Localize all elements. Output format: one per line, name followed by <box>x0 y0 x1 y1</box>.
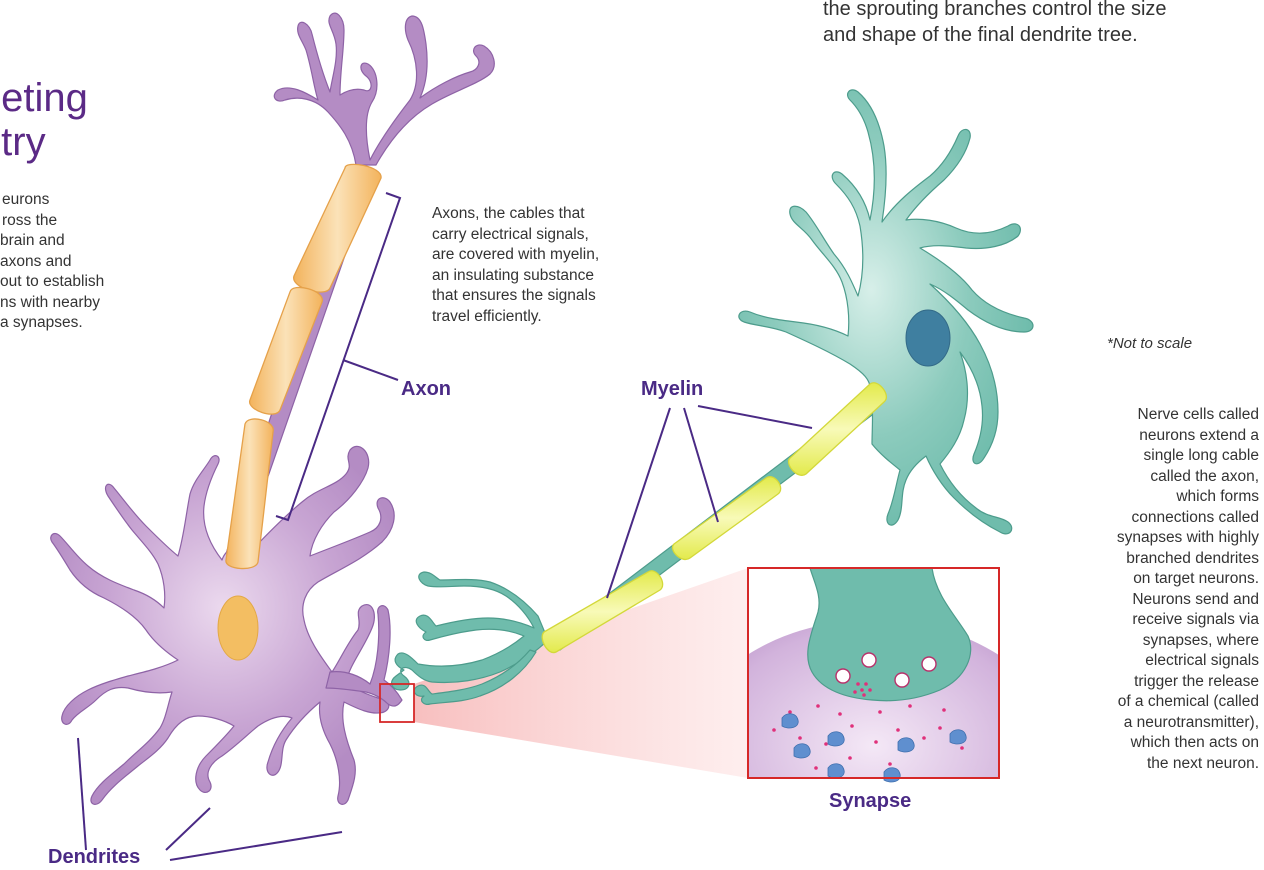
nerve-description-line: synapses with highly <box>1040 528 1259 549</box>
axon-description-line: an insulating substance <box>432 266 672 287</box>
top-right-caption: the sprouting branches control the size … <box>823 0 1263 48</box>
nerve-description-line: connections called <box>1040 508 1259 529</box>
scale-note: *Not to scale <box>1107 335 1192 352</box>
myelin-callout-line-2 <box>684 408 718 522</box>
axon-description-line: that ensures the signals <box>432 286 672 307</box>
axon-description-line: are covered with myelin, <box>432 245 672 266</box>
axon-description: Axons, the cables that carry electrical … <box>432 204 672 327</box>
nerve-description-line: called the axon, <box>1040 467 1259 488</box>
purple-nucleus <box>218 596 258 660</box>
nerve-description-line: which then acts on <box>1040 733 1259 754</box>
axon-label: Axon <box>401 378 451 401</box>
axon-description-line: carry electrical signals, <box>432 225 672 246</box>
nerve-description-line: a neurotransmitter), <box>1040 713 1259 734</box>
top-right-caption-line: the sprouting branches control the size <box>823 0 1263 22</box>
left-intro-text: eurons ross the brain and axons and out … <box>0 190 180 334</box>
nerve-description-line: Neurons send and <box>1040 590 1259 611</box>
myelin-callout-line-3 <box>698 406 812 428</box>
page-title-line-1: pleting <box>0 76 88 120</box>
nerve-description-line: the next neuron. <box>1040 754 1259 775</box>
purple-axon-terminals <box>274 13 494 165</box>
left-intro-line: eurons <box>0 190 180 211</box>
nerve-description-line: single long cable <box>1040 446 1259 467</box>
nerve-description-line: on target neurons. <box>1040 569 1259 590</box>
teal-nucleus <box>906 310 950 366</box>
axon-description-line: travel efficiently. <box>432 307 672 328</box>
page-title-line-2: uitry <box>0 120 88 164</box>
left-intro-line: out to establish <box>0 272 180 293</box>
left-intro-line: ns with nearby <box>0 293 180 314</box>
dendrites-callout-line-1 <box>78 738 86 850</box>
nerve-description-line: of a chemical (called <box>1040 692 1259 713</box>
myelin-label: Myelin <box>641 378 703 401</box>
dendrites-label: Dendrites <box>48 846 140 869</box>
left-intro-line: brain and <box>0 231 180 252</box>
top-right-caption-line: and shape of the final dendrite tree. <box>823 22 1263 48</box>
nerve-description-line: neurons extend a <box>1040 426 1259 447</box>
nerve-description-line: Nerve cells called <box>1040 405 1259 426</box>
nerve-description-line: branched dendrites <box>1040 549 1259 570</box>
left-intro-line: a synapses. <box>0 313 180 334</box>
nerve-description-line: trigger the release <box>1040 672 1259 693</box>
dendrites-callout-line-2 <box>166 808 210 850</box>
left-intro-line: ross the <box>0 211 180 232</box>
synapse-label: Synapse <box>829 790 911 813</box>
dendrites-callout-line-3 <box>170 832 342 860</box>
left-intro-line: axons and <box>0 252 180 273</box>
nerve-cell-description: Nerve cells called neurons extend a sing… <box>1040 405 1259 774</box>
nerve-description-line: synapses, where <box>1040 631 1259 652</box>
nerve-description-line: which forms <box>1040 487 1259 508</box>
axon-callout-line <box>343 360 398 380</box>
axon-description-line: Axons, the cables that <box>432 204 672 225</box>
nerve-description-line: receive signals via <box>1040 610 1259 631</box>
nerve-description-line: electrical signals <box>1040 651 1259 672</box>
page-title: pleting uitry <box>0 76 88 164</box>
